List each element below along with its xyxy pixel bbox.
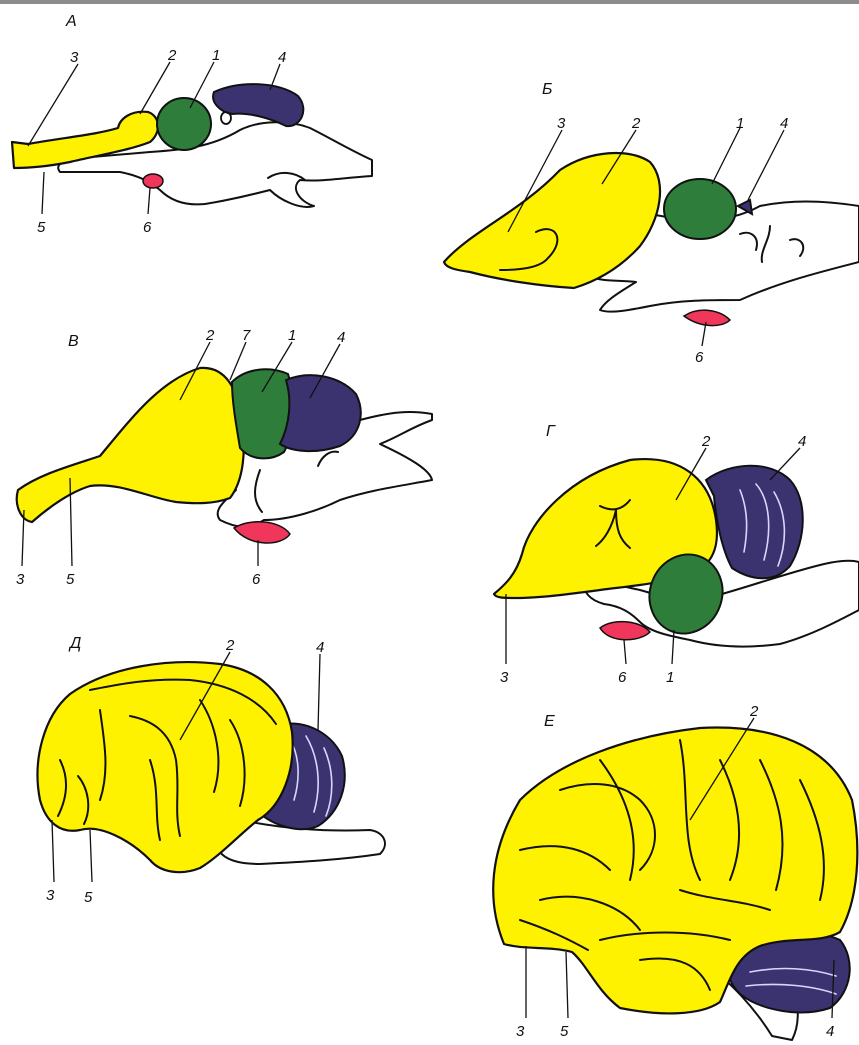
panel-g-label-1: 1 [666, 669, 674, 686]
panel-b-label-1: 1 [736, 115, 744, 132]
panel-e-letter: Е [544, 713, 555, 730]
panel-g-label-2: 2 [701, 433, 711, 450]
panel-v-label-5: 5 [66, 571, 75, 588]
panel-v-hemisphere [17, 368, 244, 522]
panel-v-label-4: 4 [337, 329, 345, 346]
panel-a-label-2: 2 [167, 47, 177, 64]
panel-b-label-4: 4 [780, 115, 788, 132]
panel-d-label-3: 3 [46, 887, 55, 904]
panel-a: А 3 2 1 4 5 6 [12, 13, 372, 236]
panel-b-letter: Б [542, 81, 552, 98]
panel-e-label-3: 3 [516, 1023, 525, 1040]
panel-b-midbrain [664, 179, 736, 239]
panel-a-ventricle [221, 112, 231, 124]
panel-b-label-2: 2 [631, 115, 641, 132]
panel-a-label-4: 4 [278, 49, 286, 66]
panel-v-label-2: 2 [205, 327, 215, 344]
panel-e-label-4: 4 [826, 1023, 834, 1040]
panel-b-label-3: 3 [557, 115, 566, 132]
panel-d-label-4: 4 [316, 639, 324, 656]
panel-a-midbrain [157, 98, 211, 150]
panel-d-label-5: 5 [84, 889, 93, 906]
panel-v-cerebellum [280, 375, 361, 451]
panel-e: Е 2 3 5 4 [493, 703, 857, 1040]
panel-d-letter: Д [68, 635, 81, 652]
panel-g-label-3: 3 [500, 669, 509, 686]
panel-v-label-1: 1 [288, 327, 296, 344]
panel-e-label-2: 2 [749, 703, 759, 720]
panel-v-pituitary [234, 522, 290, 543]
panel-a-label-5: 5 [37, 219, 46, 236]
panel-g: Г 2 4 3 6 1 [494, 423, 859, 686]
panel-v-letter: В [68, 333, 79, 350]
panel-a-label-3: 3 [70, 49, 79, 66]
panel-v-label-6: 6 [252, 571, 261, 588]
panel-d-label-2: 2 [225, 637, 235, 654]
panel-a-label-6: 6 [143, 219, 152, 236]
panel-a-cerebellum [213, 84, 303, 126]
panel-v-label-3: 3 [16, 571, 25, 588]
panel-g-letter: Г [546, 423, 556, 440]
panel-d: Д 2 4 3 5 [38, 635, 385, 906]
panel-b-label-6: 6 [695, 349, 704, 366]
panel-e-label-5: 5 [560, 1023, 569, 1040]
panel-a-pituitary [143, 174, 163, 188]
panel-v-label-7: 7 [242, 327, 251, 344]
panel-a-label-1: 1 [212, 47, 220, 64]
panel-b: Б 3 2 1 4 6 [444, 81, 859, 366]
panel-b-pituitary [684, 310, 730, 325]
panel-g-label-6: 6 [618, 669, 627, 686]
panel-a-letter: А [65, 13, 77, 30]
panel-g-label-4: 4 [798, 433, 806, 450]
panel-g-cerebellum [706, 466, 803, 579]
panel-v: В 2 7 1 4 3 5 6 [16, 327, 432, 588]
